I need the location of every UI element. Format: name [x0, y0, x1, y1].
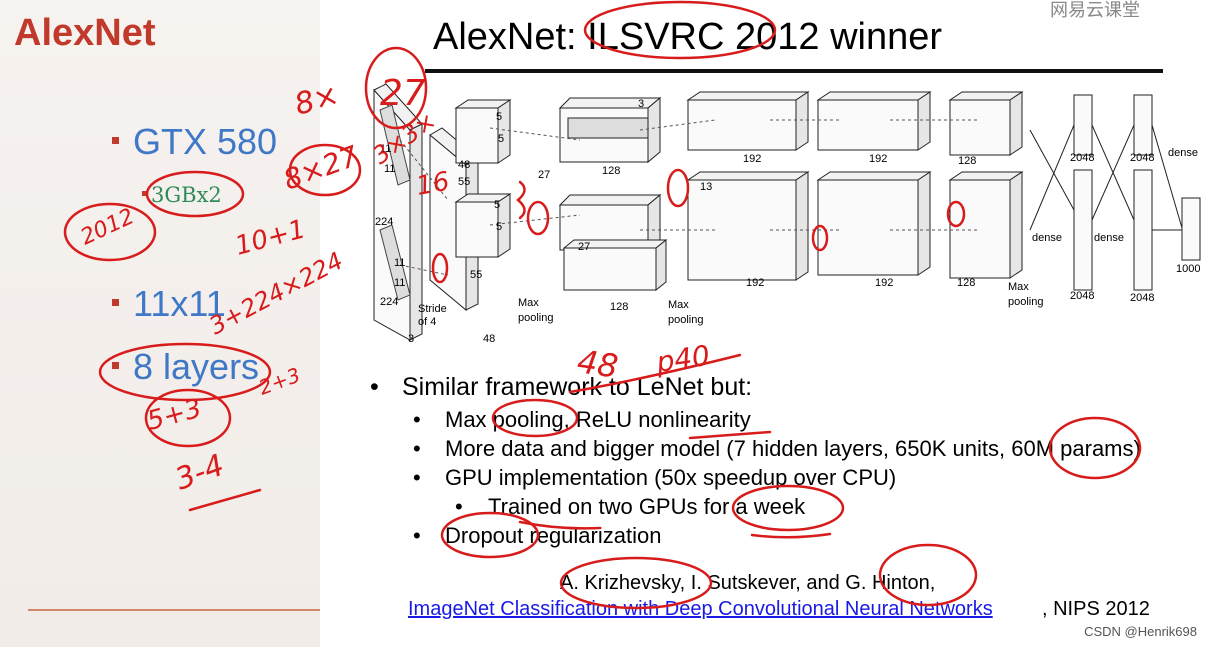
citation-authors: A. Krizhevsky, I. Sutskever, and G. Hint… [560, 572, 936, 594]
connections [399, 119, 980, 276]
diagram-labels: 224 224 3 11 11 11 11 Stride of 4 55 55 … [375, 98, 1200, 345]
label-k3: 3 [638, 98, 644, 110]
slide-title: AlexNet: ILSVRC 2012 winner [433, 16, 943, 58]
bullet-layers: 8 layers [112, 346, 259, 388]
sub-bullet-memory: 3GBx2 [142, 183, 222, 207]
bullet-kernel-size: 11x11 [112, 283, 226, 325]
paper-link[interactable]: ImageNet Classification with Deep Convol… [408, 598, 993, 620]
label-input: 224 [375, 216, 393, 228]
label-dense-1: dense [1168, 147, 1198, 159]
bullet-dot-icon: • [370, 373, 379, 401]
bullet-dot-icon: • [413, 523, 421, 548]
label-c2-27b: 27 [578, 241, 590, 253]
label-k5a: 5 [496, 111, 502, 123]
label-maxpool-3b: pooling [1008, 296, 1043, 308]
label-k5b: 5 [498, 133, 504, 145]
label-fc-2048c: 2048 [1070, 290, 1094, 302]
label-c5-128b: 128 [957, 277, 975, 289]
label-input-2: 224 [380, 296, 398, 308]
label-k11d: 11 [394, 277, 405, 289]
label-c1-55b: 55 [470, 269, 482, 281]
label-c2-128b: 128 [610, 301, 628, 313]
label-c3-192b: 192 [746, 277, 764, 289]
label-c1-55a: 55 [458, 176, 470, 188]
bullet-square-icon [112, 136, 119, 144]
label-c4-192b: 192 [875, 277, 893, 289]
label-c3-13: 13 [700, 181, 712, 193]
label-c3-192a: 192 [743, 153, 761, 165]
label-dense-3: dense [1094, 232, 1124, 244]
label-input-depth: 3 [408, 333, 414, 345]
label-maxpool-2: Max [668, 299, 689, 311]
alexnet-architecture-diagram: 224 224 3 11 11 11 11 Stride of 4 55 55 … [373, 83, 1201, 345]
label-maxpool-3: Max [1008, 281, 1029, 293]
watermark: CSDN @Henrik698 [1084, 624, 1197, 639]
label-c1-48a: 48 [458, 159, 470, 171]
label-k5c: 5 [494, 199, 500, 211]
bullet-square-icon [142, 191, 147, 196]
label-maxpool-1b: pooling [518, 312, 553, 324]
bullet-gtx580: GTX 580 [112, 121, 277, 163]
bullet-square-icon [112, 298, 119, 306]
label-k5d: 5 [496, 221, 502, 233]
left-panel: AlexNet GTX 580 3GBx2 11x11 8 layers [0, 0, 320, 647]
divider [28, 609, 320, 611]
title-divider [425, 69, 1163, 73]
citation-venue: , NIPS 2012 [1042, 598, 1150, 620]
bullet-dot-icon: • [413, 465, 421, 490]
label-stride-2: of 4 [418, 316, 436, 328]
label-fc-2048d: 2048 [1130, 292, 1154, 304]
label-maxpool-2b: pooling [668, 314, 703, 326]
label-c1-48b: 48 [483, 333, 495, 345]
conv2-blocks [454, 99, 512, 258]
label-fc-2048b: 2048 [1130, 152, 1154, 164]
bullet-dot-icon: • [413, 407, 421, 432]
label-k11a: 11 [380, 143, 391, 155]
label-dense-2: dense [1032, 232, 1062, 244]
label-k11b: 11 [384, 163, 395, 175]
deck-title: AlexNet [14, 12, 156, 54]
label-stride: Stride [418, 303, 447, 315]
bullet-dot-icon: • [413, 436, 421, 461]
bullet-dot-icon: • [455, 494, 463, 519]
conv3-blocks [558, 96, 668, 292]
label-c2-27a: 27 [538, 169, 550, 181]
label-c2-128a: 128 [602, 165, 620, 177]
label-c5-128a: 128 [958, 155, 976, 167]
label-k11c: 11 [394, 257, 405, 269]
label-maxpool-1: Max [518, 297, 539, 309]
label-fc-2048a: 2048 [1070, 152, 1094, 164]
conv5-blocks [816, 91, 932, 276]
label-c4-192a: 192 [869, 153, 887, 165]
input-block [373, 83, 423, 341]
dense-layers [1029, 94, 1201, 291]
label-output-1000: 1000 [1176, 263, 1200, 275]
corner-logo: 网易云课堂 [1050, 0, 1140, 20]
bullet-square-icon [112, 361, 119, 369]
conv6-blocks [948, 91, 1024, 279]
